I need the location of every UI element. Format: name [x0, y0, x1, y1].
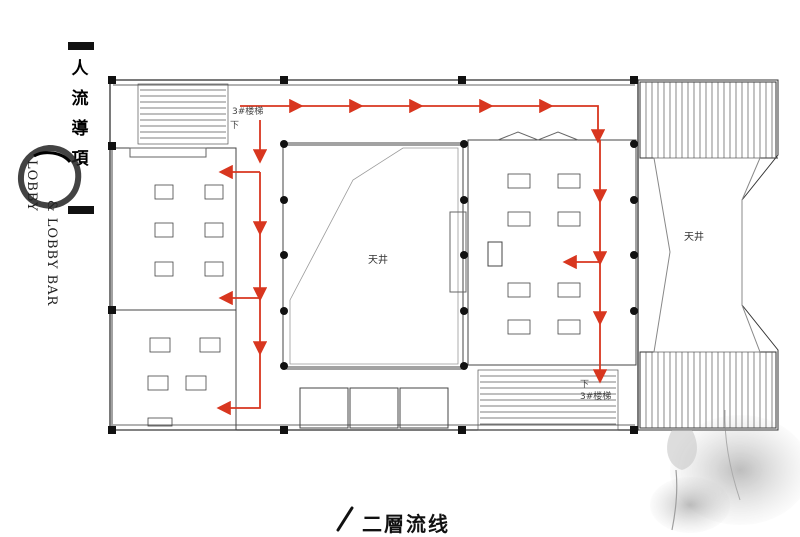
right-lobby [449, 131, 637, 366]
right-wing [637, 79, 779, 431]
footer-title: 二層流线 [362, 512, 450, 536]
stair-label-top: 3#楼梯 [232, 107, 264, 117]
flow-arrows [216, 98, 608, 416]
stair-down-label-top: 下 [230, 121, 240, 131]
title-bracket-top [68, 42, 94, 50]
title-char-1: 人 [71, 59, 89, 79]
stair-label-bottom: 3#楼梯 [580, 392, 612, 402]
columns [108, 76, 638, 434]
english-title-lobby-bar: & LOBBY BAR [44, 200, 59, 307]
right-lobby-tables [507, 173, 581, 335]
title-char-3: 導 [71, 119, 89, 139]
stair-down-label-bottom: 下 [580, 380, 590, 390]
bottom-rooms [299, 387, 449, 429]
lotus-decoration [650, 409, 800, 533]
right-stairs-hatching [140, 82, 773, 428]
left-upper-stair [137, 83, 229, 145]
left-lounge-furniture [147, 184, 224, 427]
title-bracket-bottom [68, 206, 94, 214]
atrium-label-left: 天井 [368, 255, 388, 266]
english-title-lobby: LOBBY [24, 160, 39, 212]
atrium-label-right: 天井 [684, 232, 704, 243]
left-rooms [111, 147, 237, 431]
brush-stroke-icon [336, 506, 354, 532]
vertical-title: 人 流 導 項 [70, 54, 90, 174]
title-char-2: 流 [71, 89, 89, 109]
ink-circle-logo [18, 144, 82, 209]
bottom-stair [477, 369, 619, 431]
